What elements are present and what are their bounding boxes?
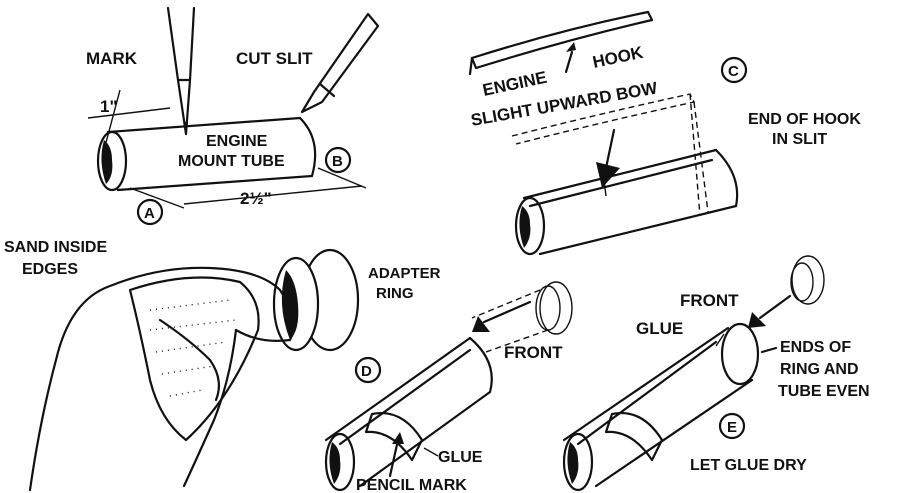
svg-text:E: E (727, 419, 737, 436)
ring-e-base (604, 412, 664, 462)
adapter-label-1: ADAPTER (368, 265, 441, 282)
pencil-mark-pointer (388, 438, 400, 478)
step-e-badge (718, 412, 746, 440)
engine-hook-label-2: HOOK (591, 43, 646, 72)
down-arrow-stem (604, 128, 616, 170)
svg-text:C: C (728, 63, 739, 80)
front-label-d: FRONT (504, 343, 563, 362)
step-b-badge (324, 146, 352, 174)
mark-label: MARK (86, 49, 138, 68)
ends-label-3: TUBE EVEN (778, 383, 870, 400)
front-label-e: FRONT (680, 291, 739, 310)
adapter-label-2: RING (376, 285, 414, 302)
end-of-hook-label-1: END OF HOOK (748, 111, 861, 128)
hook-dashed-bow (511, 93, 696, 145)
step-c-badge (720, 56, 748, 84)
cut-slit-label: CUT SLIT (236, 49, 313, 68)
engine-hook-bar (470, 10, 654, 70)
glue-label-d: GLUE (438, 449, 483, 466)
step-d-badge (354, 356, 382, 384)
step-a-badge (136, 198, 164, 226)
tube-c-top (522, 148, 718, 200)
tube-d-top (324, 336, 472, 442)
tube-label-2: MOUNT TUBE (178, 153, 285, 170)
panel-engine-mount-tube: 1" MARK CUT SLIT ENGINE MOUNT TUBE B 2½"… (86, 6, 380, 226)
end-of-hook-label-2: IN SLIT (772, 131, 827, 148)
tube-far-end (298, 116, 317, 178)
hobby-knife (300, 12, 380, 114)
ring-e-end (720, 322, 760, 386)
sand-label-2: EDGES (22, 261, 78, 278)
hook-in-tube (528, 158, 714, 208)
panel-d: FRONT D GLUE PENCIL MARK (324, 281, 573, 493)
ends-label-2: RING AND (780, 361, 859, 378)
tube-inner-shadow (101, 140, 113, 184)
svg-text:D: D (361, 363, 372, 380)
pencil-mark-label: PENCIL MARK (356, 477, 467, 493)
let-glue-dry-label: LET GLUE DRY (690, 457, 807, 474)
ring-ghost-d (539, 281, 573, 335)
tube-label-1: ENGINE (206, 133, 268, 150)
front-arrow-d (482, 300, 532, 324)
sandpaper (128, 276, 260, 442)
up-arrow-stem (564, 50, 574, 74)
tube-top-edge (106, 116, 302, 134)
tube-e-top (562, 326, 730, 442)
dim-2half-line (183, 185, 363, 205)
pencil (166, 6, 196, 136)
dim-1in-line (87, 107, 171, 119)
dim-2half-label: 2½" (240, 189, 272, 208)
panel-sand-adapter-ring: SAND INSIDE EDGES ADAPTER RING (4, 239, 441, 492)
hand-outline (54, 266, 295, 362)
tube-c-bottom (538, 204, 738, 256)
tube-bottom-edge (116, 174, 314, 192)
engine-hook-label-1: ENGINE (481, 68, 549, 100)
tube-e-bottom (594, 378, 754, 488)
panel-engine-hook: ENGINE HOOK SLIGHT UPWARD BOW C END OF H… (468, 10, 861, 256)
glue-label-e: GLUE (636, 319, 683, 338)
dim-1in-label: 1" (100, 97, 118, 116)
ring-d (364, 412, 424, 462)
dim-1in-ext (103, 89, 121, 151)
panel-e: FRONT GLUE ENDS OF RING AND TUBE EVEN E … (562, 255, 870, 492)
front-arrow-e (758, 294, 792, 320)
sand-label-1: SAND INSIDE (4, 239, 107, 256)
ends-label-1: ENDS OF (780, 339, 851, 356)
tube-d-bottom (358, 390, 492, 488)
svg-text:B: B (332, 153, 343, 170)
svg-text:A: A (144, 205, 155, 222)
ring-ghost-e (791, 255, 825, 305)
